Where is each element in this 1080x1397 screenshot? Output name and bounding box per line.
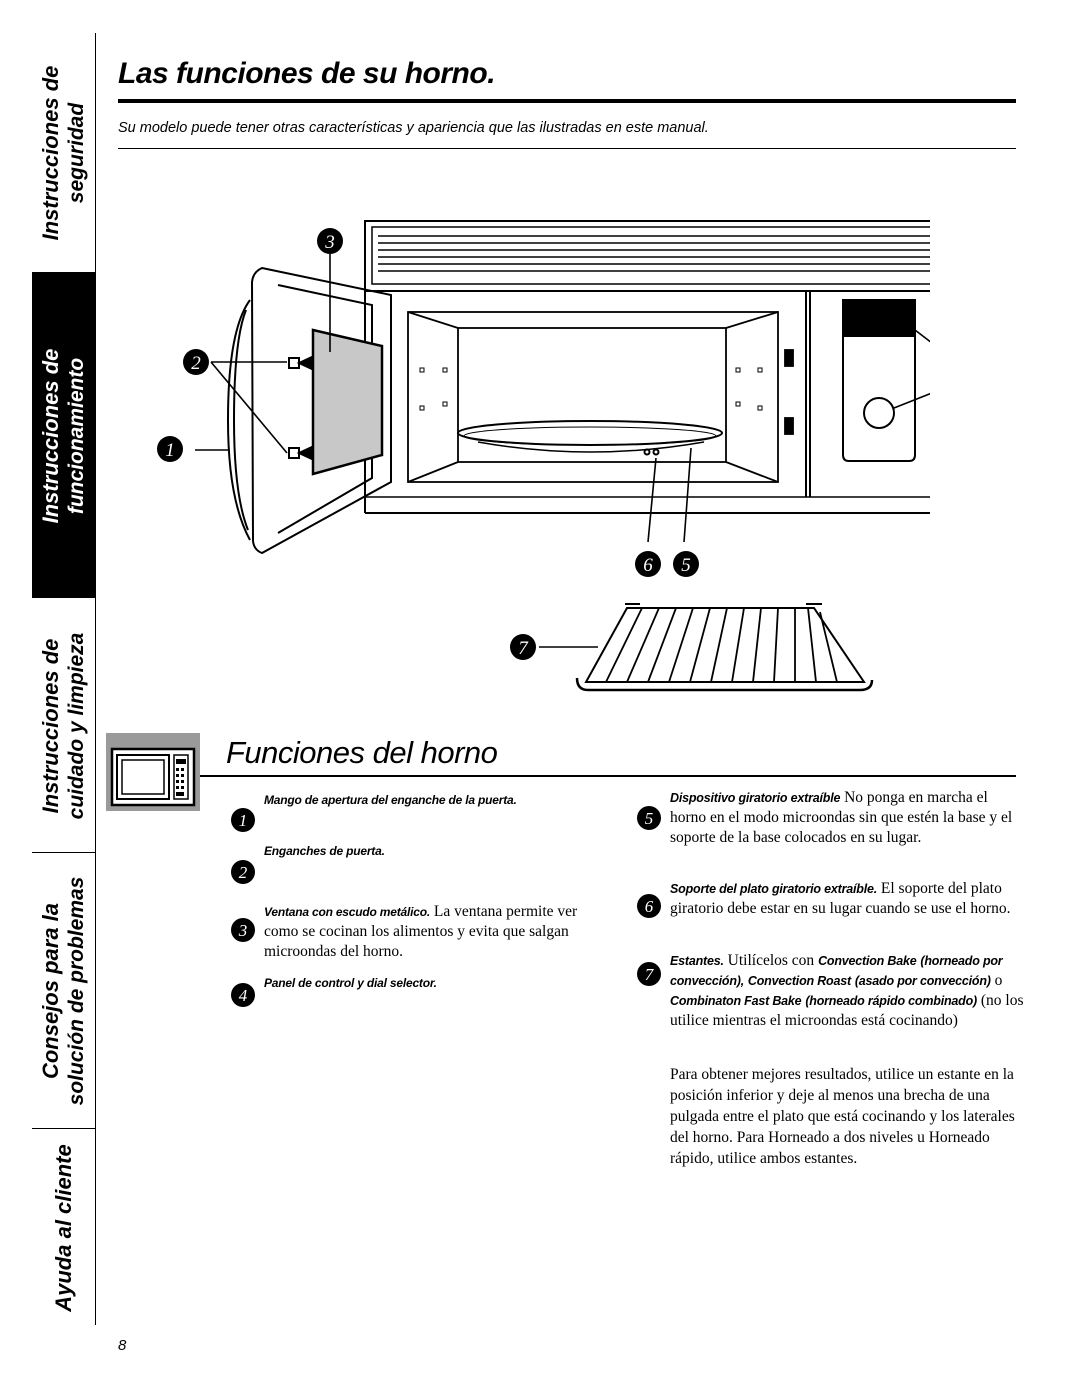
oven-rack [575,603,874,692]
feature-5-text: No ponga en marcha el horno en el modo m… [670,789,1013,846]
feature-badge-6: 6 [637,894,661,918]
feature-7-bake1-note: (horneado por convección), [670,954,1003,988]
callout-1: 1 [157,436,183,462]
callout-6: 6 [635,551,661,577]
feature-badge-4: 4 [231,983,255,1007]
feature-4: Panel de control y dial selector. [264,973,594,993]
oven-door [226,266,392,555]
feature-badge-5: 5 [637,806,661,830]
feature-7-text: Utilícelos con [723,952,819,969]
page-title: Las funciones de su horno. [118,57,496,90]
svg-text:6: 6 [643,555,653,576]
tab-care-line2: cuidado y limpieza [64,632,88,819]
feature-3-label: Ventana con escudo metálico. [264,905,431,919]
feature-6-text: El soporte del plato giratorio debe esta… [670,880,1011,917]
callout-7: 7 [510,634,536,660]
feature-1: Mango de apertura del enganche de la pue… [264,790,594,810]
tab-troubleshooting-line1: Consejos para la [37,902,63,1080]
callout-3: 3 [317,228,343,254]
feature-7-bake2-note: (asado por convección) [854,974,991,988]
microwave-body [364,291,930,514]
feature-badge-7: 7 [637,962,661,986]
svg-text:3: 3 [324,232,335,253]
subtitle: Su modelo puede tener otras característi… [118,120,709,136]
feature-4-label: Panel de control y dial selector. [264,976,437,990]
page-number: 8 [118,1337,127,1354]
feature-7-bake1: Convection Bake [818,954,917,968]
feature-7-label: Estantes. [670,954,724,968]
callout-2: 2 [183,349,209,375]
rack-paragraph: Para obtener mejores resultados, utilice… [670,1066,1015,1167]
tab-operating-line1: Instrucciones de [37,348,63,523]
feature-2-label: Enganches de puerta. [264,844,385,858]
feature-7: Estantes. Utilícelos con Convection Bake… [670,951,1025,1031]
feature-5: Dispositivo giratorio extraíble No ponga… [670,788,1025,848]
tab-safety-line1: Instrucciones de [37,65,63,240]
tab-customer-line1: Ayuda al cliente [50,1143,76,1312]
tab-customer-help[interactable]: Ayuda al cliente [32,1128,95,1326]
feature-1-label: Mango de apertura del enganche de la pue… [264,793,517,807]
subtitle-rule [118,148,1016,149]
oven-cavity [407,311,794,483]
section-title: Funciones del horno [226,735,498,770]
svg-text:5: 5 [681,555,691,576]
feature-7-bake3-note: (horneado rápido combinado) [805,994,977,1008]
microwave-diagram: 1 2 3 4 5 6 7 [157,220,930,692]
feature-6-label: Soporte del plato giratorio extraíble. [670,882,878,896]
feature-5-label: Dispositivo giratorio extraíble [670,791,841,805]
svg-text:2: 2 [191,353,201,374]
turntable [457,420,723,456]
leader-lines [195,253,930,648]
feature-7-bake3: Combinaton Fast Bake [670,994,802,1008]
feature-2: Enganches de puerta. [264,841,594,861]
feature-badge-3: 3 [231,918,255,942]
svg-text:1: 1 [165,440,175,461]
feature-3: Ventana con escudo metálico. La ventana … [264,902,594,962]
feature-badge-2: 2 [231,860,255,884]
feature-3-text: La ventana permite ver como se cocinan l… [264,903,578,960]
section-rule [200,775,1016,777]
feature-7-tail: (no los utilice mientras el microondas e… [670,992,1024,1029]
tab-troubleshooting-line2: solución de problemas [64,876,88,1106]
control-panel [842,299,916,462]
feature-7-bake2: Convection Roast [747,974,851,988]
feature-badge-1: 1 [231,808,255,832]
title-rule [118,99,1016,103]
feature-7-conj: o [990,972,1003,989]
tab-care-line1: Instrucciones de [37,638,63,813]
vent-grille [364,220,930,292]
svg-text:7: 7 [518,638,529,659]
callout-badges: 1 2 3 4 5 6 7 [157,228,699,660]
tab-safety-line2: seguridad [64,102,88,203]
feature-6: Soporte del plato giratorio extraíble. E… [670,879,1025,919]
callout-5: 5 [673,551,699,577]
microwave-section-icon [106,733,200,811]
tab-operating-line2: funcionamiento [64,357,88,514]
